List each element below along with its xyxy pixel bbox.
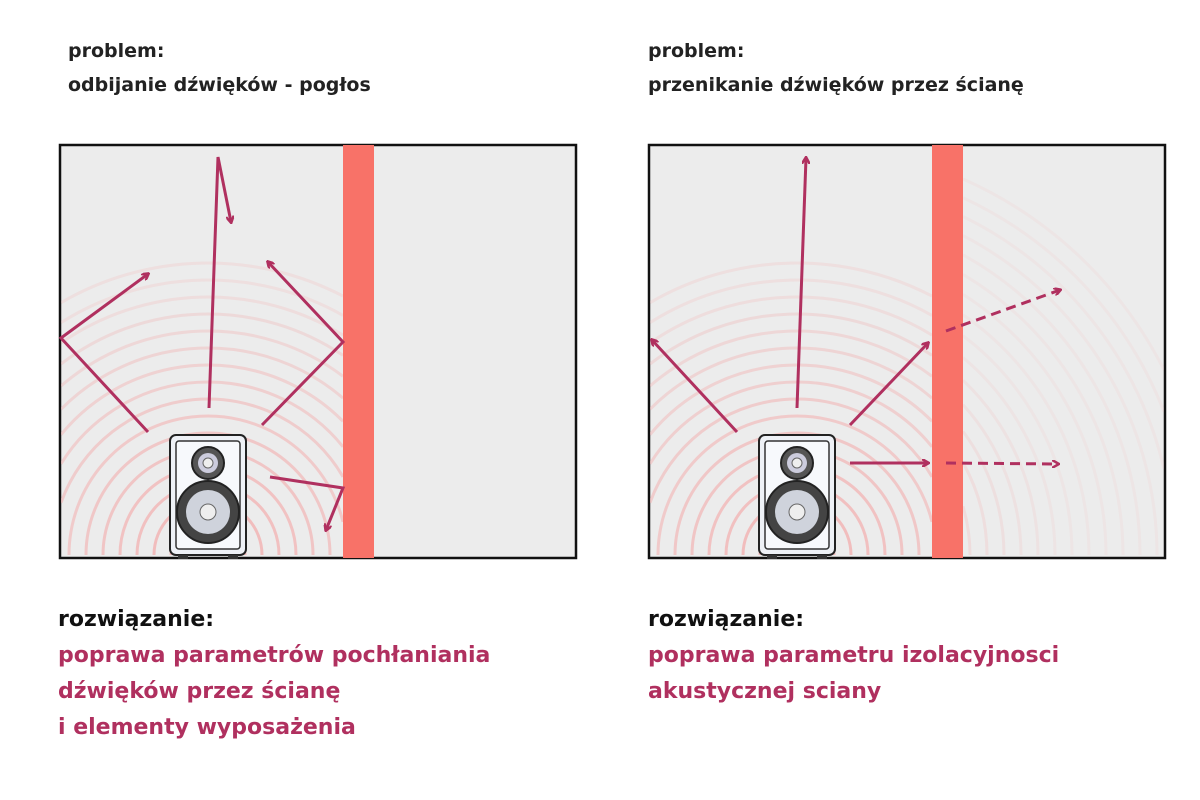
wave-ring (650, 329, 932, 388)
wave-ring (650, 346, 932, 411)
reflection-arrows (58, 156, 346, 530)
wave-ring (963, 505, 972, 556)
left-solution: rozwiązanie: poprawa parametrów pochłani… (58, 602, 490, 746)
wave-ring (963, 177, 1164, 371)
wave-ring (963, 273, 1125, 556)
wave-ring (61, 346, 343, 411)
wave-ring (963, 403, 1023, 556)
wave-ring (650, 363, 932, 436)
right-problem-title: problem: przenikanie dźwięków przez ścia… (648, 34, 1024, 102)
wave-ring (963, 293, 1108, 556)
left-room (58, 143, 578, 560)
wave-ring (963, 430, 1006, 556)
wave-ring (963, 379, 1040, 556)
wave-ring (61, 363, 343, 436)
wave-ring (650, 380, 932, 465)
wave-ring (963, 196, 1164, 413)
wave-ring (61, 329, 343, 388)
left-problem-title: problem: odbijanie dźwięków - pogłos (68, 34, 371, 102)
right-solution: rozwiązanie: poprawa parametru izolacyjn… (648, 602, 1059, 710)
speaker-icon (758, 434, 836, 560)
wave-ring (963, 461, 989, 556)
transmission-arrows (652, 158, 1060, 464)
wave-ring (963, 253, 1142, 556)
wave-ring (650, 397, 932, 504)
speaker-icon (169, 434, 247, 560)
right-wall (932, 145, 963, 558)
solution-line: poprawa parametrów pochłaniania (58, 643, 491, 668)
problem-label: problem: (648, 40, 745, 62)
wave-ring (650, 278, 932, 324)
wave-ring (963, 356, 1057, 556)
wave-ring (963, 313, 1091, 556)
wave-ring (61, 397, 343, 504)
problem-text: odbijanie dźwięków - pogłos (68, 74, 371, 96)
wave-ring (650, 312, 932, 366)
wave-ring (61, 312, 343, 366)
wave-ring (963, 334, 1074, 556)
solution-line: i elementy wyposażenia (58, 715, 356, 740)
right-room (647, 143, 1167, 560)
problem-text: przenikanie dźwięków przez ścianę (648, 74, 1024, 96)
wave-ring (61, 380, 343, 465)
wave-ring (650, 261, 932, 304)
wave-ring (61, 278, 343, 324)
wave-ring (963, 234, 1159, 556)
solution-line: akustycznej sciany (648, 679, 882, 704)
wave-ring (61, 295, 343, 345)
solution-line: poprawa parametru izolacyjnosci (648, 643, 1060, 668)
wave-ring (67, 414, 343, 556)
wave-ring (84, 431, 332, 556)
solution-label: rozwiązanie: (58, 607, 215, 632)
transmitted-waves (963, 177, 1164, 556)
problem-label: problem: (68, 40, 165, 62)
solution-label: rozwiązanie: (648, 607, 805, 632)
wave-ring (61, 261, 343, 304)
left-wall (343, 145, 374, 558)
wave-ring (673, 431, 921, 556)
wave-ring (963, 215, 1164, 470)
wave-ring (650, 295, 932, 345)
solution-line: dźwięków przez ścianę (58, 679, 341, 704)
wave-ring (656, 414, 932, 556)
